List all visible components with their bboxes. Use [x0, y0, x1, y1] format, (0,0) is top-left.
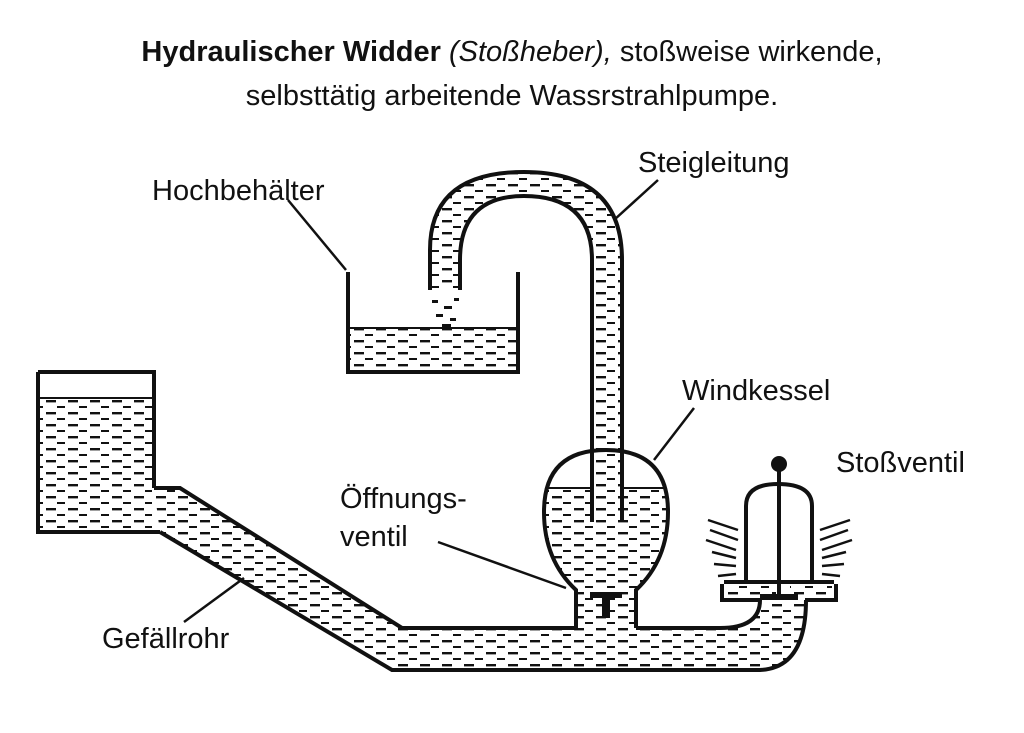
- leader-windkessel: [653, 407, 695, 461]
- label-gefaellrohr: Gefällrohr: [102, 623, 230, 655]
- leader-steigleitung: [613, 179, 659, 221]
- label-windkessel: Windkessel: [682, 375, 830, 407]
- title-rest: stoßweise wirkende,: [611, 36, 883, 68]
- opening-valve: [590, 592, 622, 618]
- impulse-valve: [705, 456, 853, 602]
- leader-lines: [183, 179, 695, 624]
- label-stossventil: Stoßventil: [836, 447, 965, 479]
- delivery-pipe: [428, 169, 624, 522]
- label-oeffnungsventil-2: ventil: [340, 521, 408, 553]
- diagram-title: Hydraulischer Widder (Stoßheber), stoßwe…: [0, 30, 1024, 118]
- leader-gefaellrohr: [183, 576, 245, 624]
- drive-pipe: [154, 486, 808, 672]
- title-line-1: Hydraulischer Widder (Stoßheber), stoßwe…: [0, 30, 1024, 74]
- upper-tank: [346, 272, 520, 374]
- air-vessel: [541, 447, 671, 628]
- leader-oeffnungsventil: [437, 540, 567, 590]
- label-oeffnungsventil-1: Öffnungs-: [340, 483, 467, 515]
- title-line-2: selbsttätig arbeitende Wassrstrahlpumpe.: [245, 80, 779, 112]
- label-steigleitung: Steigleitung: [638, 147, 790, 179]
- water-outflow: [432, 298, 459, 327]
- title-italic: (Stoßheber),: [448, 36, 612, 68]
- spray-left: [705, 518, 739, 578]
- spray-right: [819, 518, 853, 578]
- supply-tank: [36, 370, 160, 534]
- title-bold: Hydraulischer Widder: [141, 36, 441, 68]
- label-hochbehaelter: Hochbehälter: [152, 175, 325, 207]
- leader-hochbehaelter: [287, 199, 347, 271]
